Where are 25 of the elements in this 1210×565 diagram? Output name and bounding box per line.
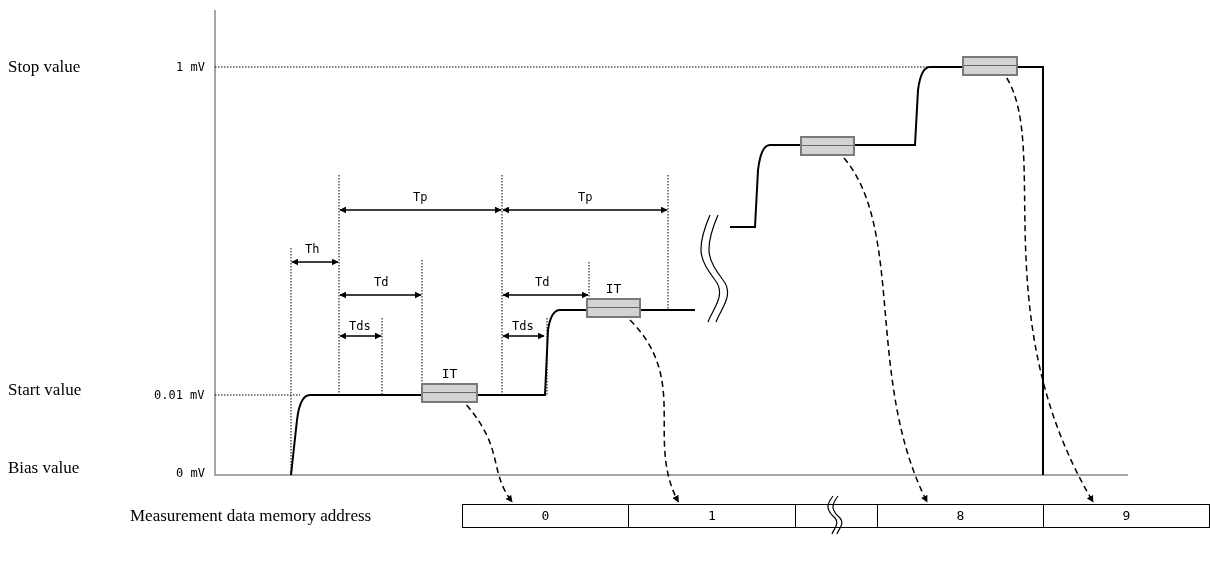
tick-label: 0 mV [176,466,205,480]
dashed-arrow [465,404,513,503]
dimension-label: Tp [413,190,428,204]
axis-label: Stop value [8,57,81,77]
memory-cell: 1 [628,504,796,528]
bar-label: IT [440,366,459,381]
memory-cell: 8 [877,504,1044,528]
axis-label: Start value [8,380,82,400]
tick-label: 0.01 mV [154,388,205,402]
dimension-label: Tp [578,190,593,204]
break-cell [795,504,878,528]
dimension-label: Td [374,275,389,289]
dashed-arrow [629,319,680,503]
memory-cell: 0 [462,504,629,528]
axis-label: Bias value [8,458,80,478]
dimension-label: Tds [512,319,534,333]
dimension-label: Td [535,275,550,289]
dashed-arrow [843,157,928,503]
dashed-arrow [1006,77,1094,503]
row-label: Measurement data memory address [130,506,372,526]
memory-cell: 9 [1043,504,1210,528]
dimension-label: Tds [349,319,371,333]
dimension-label: Th [305,242,320,256]
bar-label: IT [604,281,623,296]
tick-label: 1 mV [176,60,205,74]
